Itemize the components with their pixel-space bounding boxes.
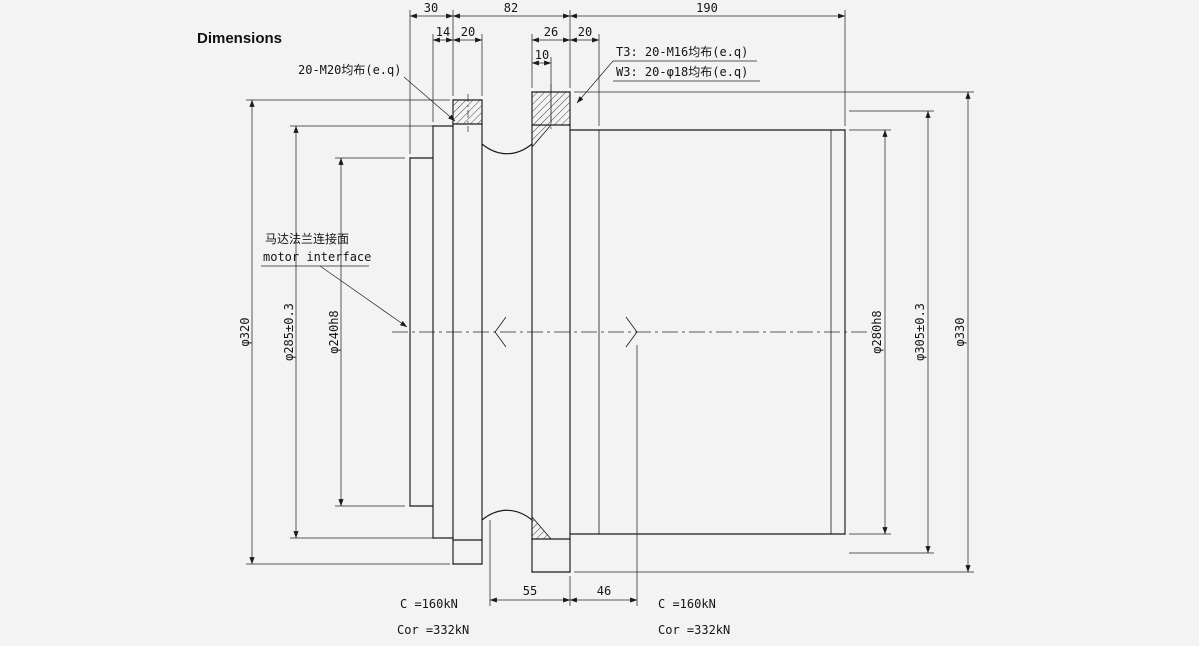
mesh-marks xyxy=(494,316,638,348)
dia-305-label: φ305±0.3 xyxy=(913,303,927,361)
leader-lines: 20-M20均布(e.q) T3: 20-M16均布(e.q) W3: 20-φ… xyxy=(261,45,760,328)
dia-280-label: φ280h8 xyxy=(870,310,884,353)
dim-30-label: 30 xyxy=(424,1,438,15)
right-diameter-dimensions: φ280h8 φ305±0.3 φ330 xyxy=(574,91,974,573)
dim-190-label: 190 xyxy=(696,1,718,15)
dim-10-label: 10 xyxy=(535,48,549,62)
dia-320-label: φ320 xyxy=(238,318,252,347)
load-right-static: Cor =332kN xyxy=(658,623,730,637)
left-diameter-dimensions: φ320 φ285±0.3 φ240h8 xyxy=(238,99,450,565)
dim-46-label: 46 xyxy=(597,584,611,598)
motor-interface-label-cn: 马达法兰连接面 xyxy=(265,231,349,246)
dim-20-left-label: 20 xyxy=(461,25,475,39)
callout-bolts-left: 20-M20均布(e.q) xyxy=(298,63,401,77)
load-right-dynamic: C =160kN xyxy=(658,597,716,611)
motor-interface-label-en: motor interface xyxy=(263,250,371,264)
hatch-ring-flange xyxy=(531,92,570,540)
part-outline xyxy=(409,91,846,573)
dim-55-label: 55 xyxy=(523,584,537,598)
dim-20-right-label: 20 xyxy=(578,25,592,39)
dia-285-label: φ285±0.3 xyxy=(282,303,296,361)
dim-26-label: 26 xyxy=(544,25,558,39)
load-left-dynamic: C =160kN xyxy=(400,597,458,611)
dia-240-label: φ240h8 xyxy=(327,310,341,353)
page-title: Dimensions xyxy=(197,30,282,47)
dim-14-label: 14 xyxy=(436,25,450,39)
bottom-dimensions: 55 46 xyxy=(489,345,638,606)
part-inner-lines xyxy=(598,130,832,534)
dim-82-label: 82 xyxy=(504,1,518,15)
dia-330-label: φ330 xyxy=(953,318,967,347)
hatch-left-flange xyxy=(453,100,482,124)
load-ratings: C =160kN Cor =332kN C =160kN Cor =332kN xyxy=(397,597,730,637)
callout-w3: W3: 20-φ18均布(e.q) xyxy=(616,65,748,79)
callout-t3: T3: 20-M16均布(e.q) xyxy=(616,45,748,59)
top-dimensions: 30 82 190 14 20 26 20 10 xyxy=(409,1,846,154)
load-left-static: Cor =332kN xyxy=(397,623,469,637)
